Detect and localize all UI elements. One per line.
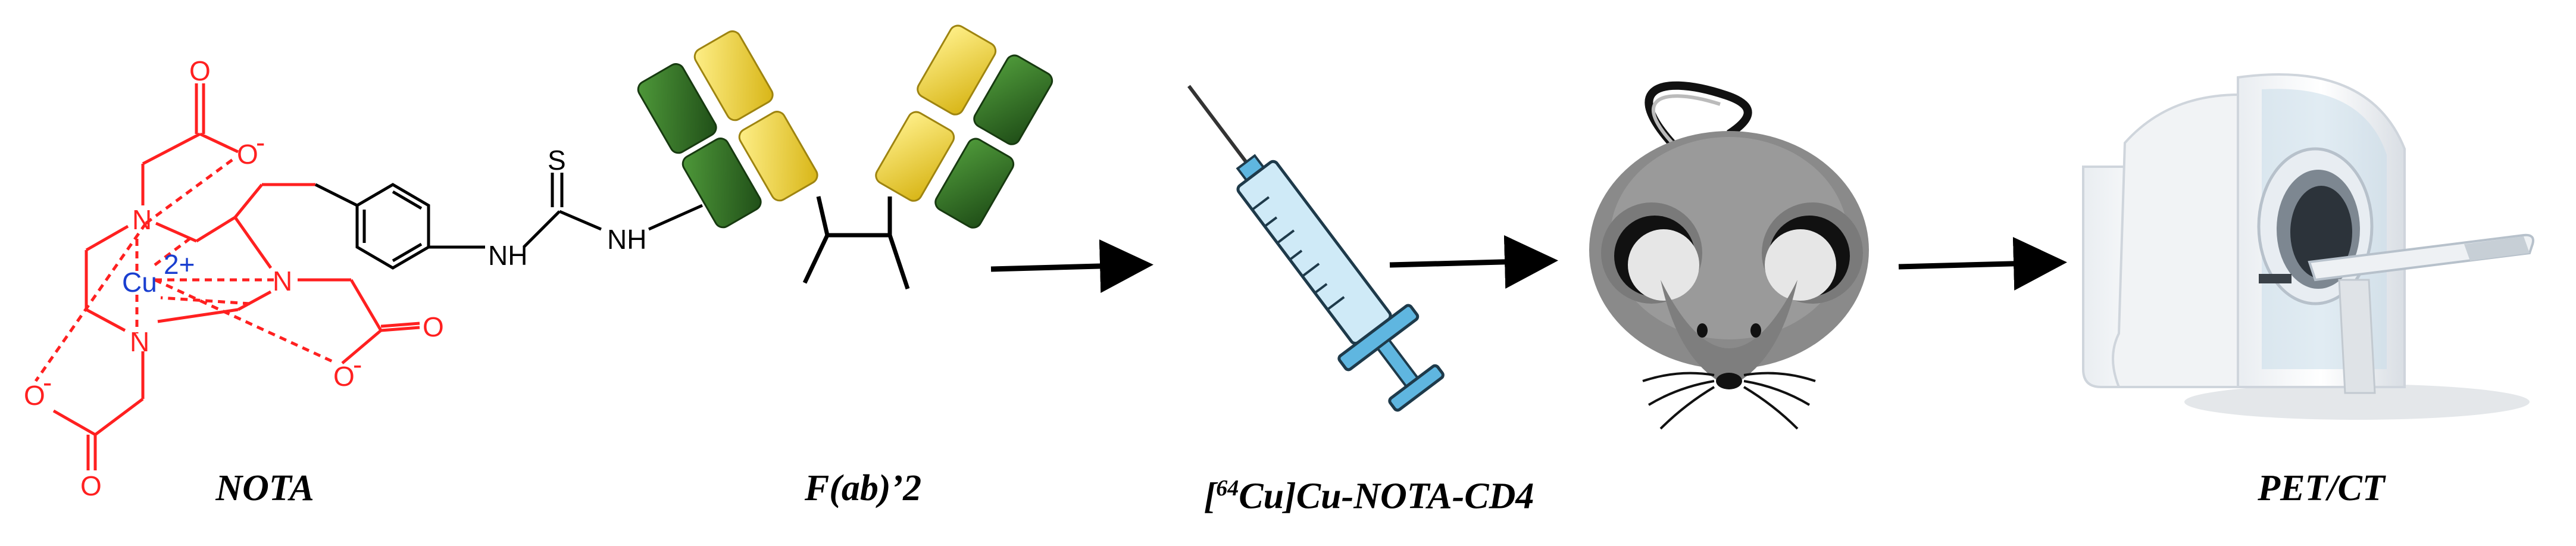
charge-minus-right: -	[353, 349, 362, 380]
syringe-icon	[1187, 85, 1445, 412]
linker-atom-labels: S NH NH	[488, 145, 646, 271]
atom-o-right: O	[423, 311, 444, 342]
atom-o-minus-left: O	[24, 380, 45, 411]
atom-o-minus-top: O	[237, 139, 258, 170]
atom-nh-1: NH	[488, 240, 527, 271]
copper-label: Cu	[122, 267, 157, 298]
copper-charge: 2+	[164, 249, 195, 280]
caption-tracer: [64Cu]Cu-NOTA-CD4	[1149, 461, 1589, 517]
nota-chelator-structure	[34, 83, 420, 470]
caption-tracer-isotope: 64	[1216, 476, 1239, 501]
caption-tracer-bracket: [	[1203, 476, 1217, 517]
charge-minus-top: -	[256, 127, 265, 158]
caption-nota: NOTA	[215, 468, 314, 508]
arrow-2	[1389, 235, 1558, 289]
atom-n-top: N	[132, 204, 152, 235]
thiourea-linker	[314, 173, 704, 270]
heavy-chain-right	[934, 54, 1053, 229]
light-chain-left	[693, 30, 818, 202]
atom-n-bottom: N	[130, 326, 149, 357]
mouse-icon	[1589, 81, 1869, 430]
pet-ct-scanner-icon	[2082, 73, 2534, 420]
heavy-chain-left	[637, 63, 762, 229]
atom-n-right: N	[273, 266, 292, 297]
caption-tracer-name: Cu]Cu-NOTA-CD4	[1239, 476, 1534, 517]
arrow-3	[1898, 236, 2067, 291]
atom-nh-2: NH	[607, 224, 646, 255]
fab2-fragment-icon	[637, 24, 1053, 290]
atom-s: S	[548, 145, 566, 176]
arrow-1	[990, 239, 1153, 293]
charge-minus-left: -	[43, 367, 52, 398]
nota-atom-labels: O O - N N N O O - O - O Cu 2+	[24, 55, 444, 501]
atom-o-minus-right: O	[333, 361, 355, 392]
caption-fab2: F(ab)’2	[804, 468, 922, 508]
atom-o-top: O	[189, 55, 211, 86]
caption-petct: PET/CT	[2258, 468, 2385, 508]
light-chain-right	[875, 24, 997, 202]
atom-o-bottom: O	[80, 470, 102, 501]
